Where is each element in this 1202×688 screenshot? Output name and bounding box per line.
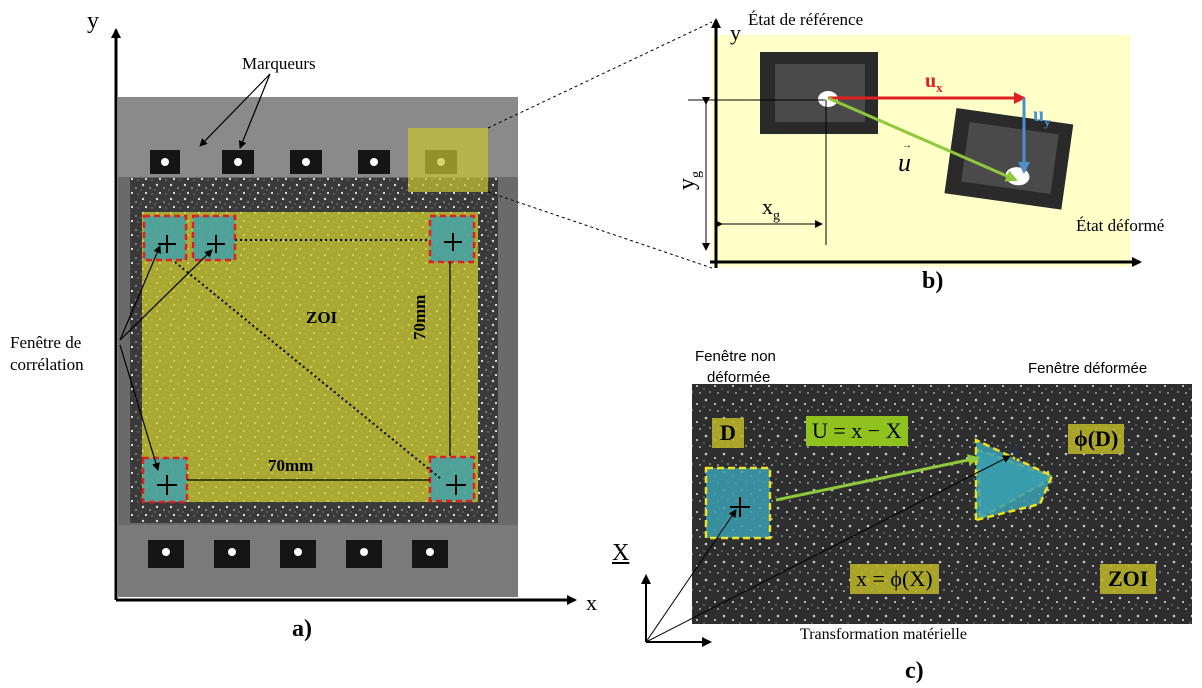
transformation-label: Transformation matérielle (800, 626, 967, 643)
panel-c-label: c) (905, 658, 924, 684)
yg-label: yg (674, 171, 705, 190)
marker-dots-top (150, 150, 457, 174)
panel-b-label: b) (922, 268, 944, 294)
axis-y-label-b: y (730, 20, 741, 45)
ux-main: u (925, 70, 937, 92)
reference-marker-image (760, 52, 878, 134)
dotted-guides (174, 239, 441, 479)
reference-state-title: État de référence (748, 10, 864, 29)
correlation-window-label: Fenêtre de corrélation (10, 332, 84, 376)
undeformed-window (704, 466, 772, 540)
displacement-arrow (775, 454, 980, 502)
undeformed-window-cross (730, 497, 750, 517)
axis-x-label-a: x (586, 590, 597, 615)
deformed-marker-image (944, 108, 1074, 210)
reference-guides (688, 99, 827, 245)
correlation-window-label-line1: Fenêtre de (10, 333, 82, 352)
marker-zoom-highlight (408, 128, 488, 192)
ux-sub: x (936, 80, 943, 95)
undeformed-line2: déformée (707, 369, 771, 386)
undeformed-window-label: Fenêtre non déformée (695, 346, 776, 388)
capital-x-label: X (612, 540, 630, 566)
u-vector-arrow-mark: → (902, 140, 912, 151)
xg-sub: g (773, 208, 780, 224)
axes-c (641, 574, 712, 647)
yg-main: y (674, 178, 700, 190)
deformed-window-cross (1008, 444, 1024, 460)
marker-dots-bottom (148, 540, 448, 568)
d-label: D (712, 418, 744, 448)
uy-label: uy (1033, 104, 1051, 130)
undeformed-line1: Fenêtre non (695, 348, 776, 365)
deformed-window-main-visible (974, 438, 1054, 522)
marker-pointer-arrows (199, 73, 271, 149)
deformed-window-label: Fenêtre déformée (1028, 360, 1148, 377)
zoi-label-a: ZOI (306, 308, 338, 327)
ux-label: ux (925, 70, 943, 96)
yg-sub: g (688, 171, 704, 178)
dimension-lines (187, 262, 451, 481)
panel-a-label: a) (292, 616, 312, 642)
phi-d-label: ϕ(D) (1068, 424, 1125, 454)
window-pointer-arrows (119, 245, 213, 471)
position-vectors (645, 455, 1011, 643)
uy-main: u (1033, 104, 1045, 126)
markers-label: Marqueurs (242, 54, 316, 73)
deformed-state-label: État déformé (1076, 216, 1165, 235)
axis-y-label-a: y (87, 8, 99, 34)
xg-label: xg (762, 194, 780, 224)
uy-sub: y (1044, 114, 1051, 129)
xg-main: x (762, 194, 773, 219)
axes-a (111, 28, 577, 605)
displacement-equation: U = x − X (806, 416, 908, 446)
window-crosses (157, 233, 466, 495)
zoom-link-lines (487, 21, 713, 269)
u-vector-arrow (827, 96, 1018, 182)
dimension-vertical-label: 70mm (410, 294, 429, 340)
correlation-window-label-line2: corrélation (10, 355, 84, 374)
dimension-horizontal-label: 70mm (268, 456, 314, 475)
zoi-label-c: ZOI (1100, 564, 1157, 594)
u-vector-label: u (898, 148, 911, 177)
transformation-equation: x = ϕ(X) (850, 564, 939, 594)
